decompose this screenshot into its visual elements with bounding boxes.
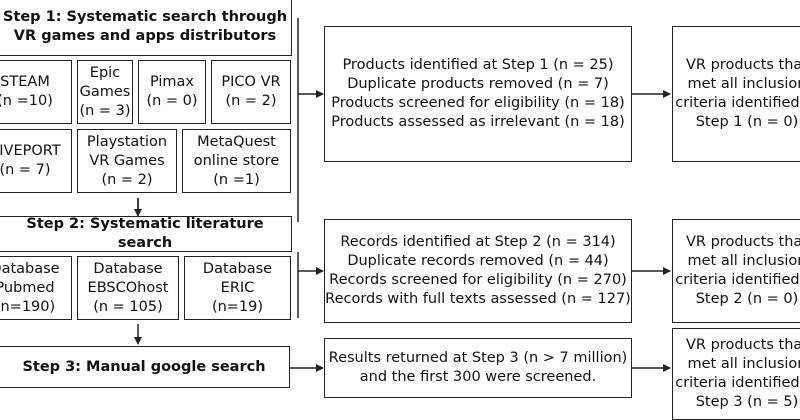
source-steam: STEAM (n =10): [0, 60, 72, 124]
source-pubmed: Database Pubmed (n=190): [0, 256, 72, 320]
step1-result: VR products that met all inclusion crite…: [672, 26, 800, 162]
step3-title: Step 3: Manual google search: [0, 346, 290, 388]
step1-summary: Products identified at Step 1 (n = 25) D…: [324, 26, 632, 162]
source-metaquest: MetaQuest online store (n =1): [182, 129, 291, 193]
source-playstation-vr: Playstation VR Games (n = 2): [77, 129, 177, 193]
step3-summary: Results returned at Step 3 (n > 7 millio…: [324, 338, 632, 398]
step2-result: VR products that met all inclusion crite…: [672, 219, 800, 323]
source-ebscohost: Database EBSCOhost (n = 105): [77, 256, 179, 320]
step2-title: Step 2: Systematic literature search: [0, 216, 292, 252]
source-epic-games: Epic Games (n = 3): [77, 60, 133, 124]
source-viveport: VIVEPORT (n = 7): [0, 129, 72, 193]
source-eric: Database ERIC (n=19): [184, 256, 291, 320]
step1-title: Step 1: Systematic search through VR gam…: [0, 0, 292, 56]
step2-summary: Records identified at Step 2 (n = 314) D…: [324, 219, 632, 323]
step3-result: VR products that met all inclusion crite…: [672, 328, 800, 420]
source-pico-vr: PICO VR (n = 2): [211, 60, 291, 124]
source-pimax: Pimax (n = 0): [138, 60, 206, 124]
